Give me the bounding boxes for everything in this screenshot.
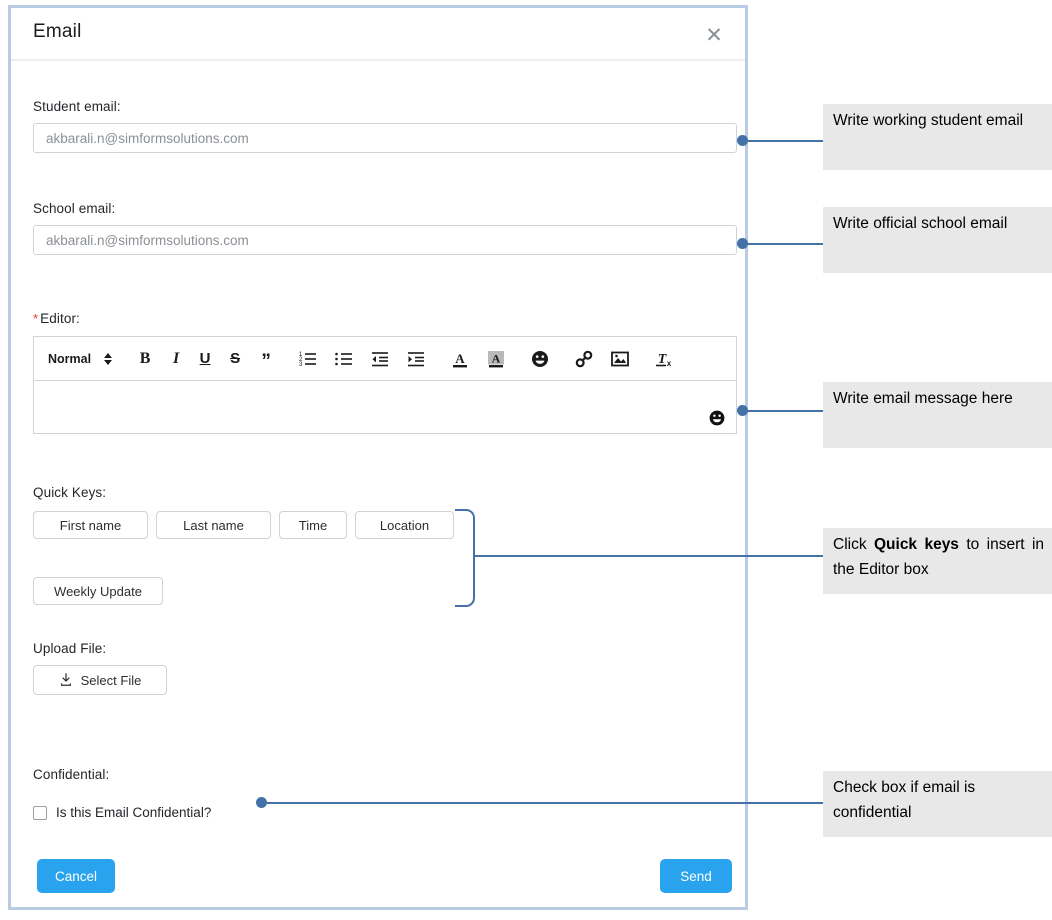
bold-icon[interactable]: B <box>139 349 151 367</box>
svg-text:x: x <box>667 359 672 368</box>
quick-key-weekly-update[interactable]: Weekly Update <box>33 577 163 605</box>
dialog-header: Email ✕ <box>11 8 745 61</box>
editor-content-area[interactable] <box>34 381 736 433</box>
quick-key-first-name[interactable]: First name <box>33 511 148 539</box>
annotation-line-student-email <box>746 139 823 142</box>
email-dialog: Email ✕ Student email: School email: *Ed… <box>8 5 748 910</box>
background-color-icon[interactable]: A <box>486 347 506 371</box>
ordered-list-icon[interactable]: 1 2 3 <box>298 347 318 371</box>
school-email-input[interactable] <box>33 225 737 255</box>
clear-format-icon[interactable]: T x <box>654 347 674 371</box>
annotation-line-confidential <box>265 801 823 804</box>
select-file-button[interactable]: Select File <box>33 665 167 695</box>
chevron-updown-icon <box>104 352 113 365</box>
student-email-label: Student email: <box>33 99 121 114</box>
quick-key-last-name[interactable]: Last name <box>156 511 271 539</box>
annotation-school-email: Write official school email <box>823 207 1052 273</box>
underline-icon[interactable]: U <box>199 350 211 367</box>
quick-keys-label: Quick Keys: <box>33 485 107 500</box>
text-color-icon[interactable]: A <box>450 347 470 371</box>
italic-icon[interactable]: I <box>172 349 180 367</box>
format-select[interactable]: Normal <box>48 351 113 366</box>
select-file-label: Select File <box>80 672 142 688</box>
outdent-icon[interactable] <box>370 347 390 371</box>
quick-key-time[interactable]: Time <box>279 511 347 539</box>
svg-text:3: 3 <box>299 362 303 368</box>
indent-icon[interactable] <box>406 347 426 371</box>
svg-text:2: 2 <box>299 357 303 363</box>
annotation-dot-school-email <box>737 238 748 249</box>
required-marker: * <box>33 311 39 326</box>
school-email-label: School email: <box>33 201 116 216</box>
annotation-bracket-quick-keys <box>455 509 475 607</box>
page-title: Email <box>33 21 82 42</box>
annotation-quick-keys: Click Quick keys to insert in the Editor… <box>823 528 1052 594</box>
annotation-confidential: Check box if email is confidential <box>823 771 1052 837</box>
annotation-dot-editor <box>737 405 748 416</box>
annotation-dot-confidential <box>256 797 267 808</box>
quick-key-location[interactable]: Location <box>355 511 454 539</box>
confidential-label: Confidential: <box>33 767 110 782</box>
link-icon[interactable] <box>574 347 594 371</box>
svg-text:A: A <box>492 351 501 365</box>
annotation-editor: Write email message here <box>823 382 1052 448</box>
bullet-list-icon[interactable] <box>334 347 354 371</box>
annotation-line-school-email <box>746 242 823 245</box>
editor-label-text: Editor: <box>40 311 80 326</box>
send-button[interactable]: Send <box>660 859 732 893</box>
editor-label: *Editor: <box>33 311 80 326</box>
annotation-dot-student-email <box>737 135 748 146</box>
emoji-icon[interactable] <box>530 347 550 371</box>
svg-text:T: T <box>658 352 668 367</box>
confidential-checkbox-row[interactable]: Is this Email Confidential? <box>33 805 211 820</box>
emoji-picker-icon[interactable] <box>708 409 726 427</box>
close-icon[interactable]: ✕ <box>705 23 723 47</box>
format-select-label: Normal <box>48 351 92 366</box>
upload-icon <box>60 673 71 686</box>
rich-text-editor: Normal B I U S ” <box>33 336 737 434</box>
svg-text:A: A <box>455 351 465 366</box>
dialog-footer: Cancel Send <box>11 845 745 907</box>
image-icon[interactable] <box>610 347 630 371</box>
editor-toolbar: Normal B I U S ” <box>34 337 736 381</box>
annotation-line-editor <box>746 409 823 412</box>
confidential-checkbox[interactable] <box>33 805 47 820</box>
strikethrough-icon[interactable]: S <box>230 350 241 367</box>
blockquote-icon[interactable]: ” <box>261 351 271 372</box>
annotation-student-email: Write working student email <box>823 104 1052 170</box>
svg-text:1: 1 <box>299 352 303 358</box>
cancel-button[interactable]: Cancel <box>37 859 115 893</box>
student-email-input[interactable] <box>33 123 737 153</box>
dialog-body: Student email: School email: *Editor: No… <box>11 61 745 845</box>
confidential-checkbox-label: Is this Email Confidential? <box>56 805 212 820</box>
upload-file-label: Upload File: <box>33 641 107 656</box>
annotation-line-quick-keys <box>473 555 823 557</box>
